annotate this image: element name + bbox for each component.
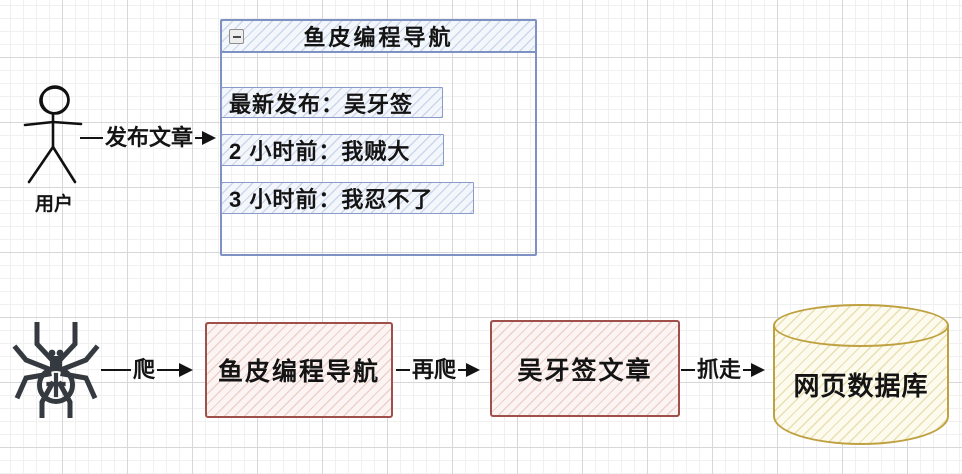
site-panel-title: 鱼皮编程导航 [303, 25, 454, 50]
spider-leg [56, 380, 73, 418]
actor-label: 用户 [34, 194, 73, 215]
spider-abdomen [37, 366, 75, 404]
arrowhead-icon [179, 363, 194, 377]
article-list-item[interactable]: 最新发布：吴牙签 [221, 87, 443, 118]
spider-icon[interactable] [12, 322, 100, 418]
arrow-line [157, 368, 180, 372]
spider-leg [12, 344, 53, 373]
crawl-arrow[interactable]: 爬 [101, 357, 194, 382]
spider-thorax [50, 356, 62, 369]
user-stick-figure[interactable] [22, 84, 84, 186]
article-list-item[interactable]: 2 小时前：我贼大 [221, 134, 444, 166]
stick-figure-left-leg [27, 145, 55, 184]
database-label: 网页数据库 [793, 371, 929, 401]
arrow-line [743, 368, 752, 372]
database-node[interactable]: 网页数据库 [773, 304, 949, 445]
site-node[interactable]: 鱼皮编程导航 [205, 322, 393, 418]
arrowhead-icon [751, 363, 766, 377]
grab-arrow-label: 抓走 [697, 357, 742, 382]
publish-arrow-label: 发布文章 [105, 125, 194, 150]
collapse-button[interactable] [229, 29, 244, 44]
arrow-line [458, 368, 467, 372]
publish-arrow[interactable]: 发布文章 [80, 125, 217, 150]
stick-figure-arms [23, 120, 83, 127]
grab-arrow[interactable]: 抓走 [681, 357, 766, 382]
site-panel[interactable]: 鱼皮编程导航 最新发布：吴牙签 2 小时前：我贼大 3 小时前：我忍不了 [220, 19, 537, 256]
spider-eye [56, 349, 64, 357]
arrowhead-icon [202, 131, 217, 145]
arrow-line [195, 136, 203, 140]
crawl-again-arrow[interactable]: 再爬 [396, 357, 481, 382]
cylinder-top [773, 304, 949, 347]
arrow-line [80, 136, 103, 140]
stick-figure-right-leg [51, 145, 77, 184]
article-list-item[interactable]: 3 小时前：我忍不了 [221, 182, 474, 214]
arrow-line [396, 368, 410, 372]
cylinder-body [773, 325, 949, 445]
crawl-again-arrow-label: 再爬 [412, 357, 457, 382]
article-node[interactable]: 吴牙签文章 [490, 320, 680, 417]
crawl-arrow-label: 爬 [133, 357, 156, 382]
spider-cross-mark [46, 372, 66, 398]
spider-leg [56, 322, 78, 364]
arrow-line [101, 368, 131, 372]
spider-leg [34, 322, 56, 364]
spider-leg [39, 380, 56, 418]
spider-leg [59, 344, 100, 373]
arrow-line [681, 368, 695, 372]
spider-eye [48, 349, 56, 357]
minus-icon [232, 35, 241, 38]
stick-figure-head-sketch [39, 86, 70, 115]
arrowhead-icon [466, 363, 481, 377]
site-panel-header: 鱼皮编程导航 [222, 21, 535, 53]
